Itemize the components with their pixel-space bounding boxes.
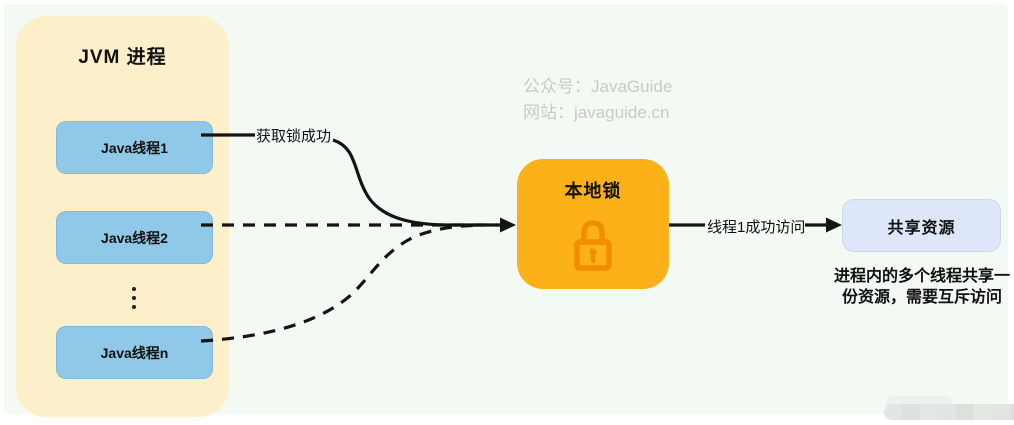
ellipsis-dot xyxy=(132,296,136,300)
java-thread-n-box: Java线程n xyxy=(56,326,213,379)
watermark-line-2: 网站：javaguide.cn xyxy=(523,103,670,122)
java-thread-2-box: Java线程2 xyxy=(56,211,213,264)
ellipsis-dot xyxy=(132,287,136,291)
jvm-process-title: JVM 进程 xyxy=(78,47,167,68)
blurred-watermark-mosaic xyxy=(884,404,1014,420)
local-lock-box: 本地锁 xyxy=(517,159,669,289)
caption-line-2: 份资源，需要互斥访问 xyxy=(841,289,1002,306)
jvm-process-container: JVM 进程 Java线程1 Java线程2 Java线程n xyxy=(16,16,229,417)
java-thread-1-box: Java线程1 xyxy=(56,121,213,174)
edge-threadn-to-lock xyxy=(200,223,475,343)
shared-resource-label: 共享资源 xyxy=(887,219,956,237)
shared-resource-caption: 进程内的多个线程共享一 份资源，需要互斥访问 xyxy=(824,266,1014,308)
blurred-watermark-halo xyxy=(886,396,952,407)
arrowhead-into-shared xyxy=(826,217,842,233)
vertical-ellipsis-icon xyxy=(130,287,138,309)
local-lock-label: 本地锁 xyxy=(564,181,622,201)
java-thread-n-label: Java线程n xyxy=(100,344,169,361)
diagram-background: JVM 进程 Java线程1 Java线程2 Java线程n xyxy=(4,4,1010,417)
arrowhead-into-lock xyxy=(500,217,516,233)
java-thread-2-label: Java线程2 xyxy=(101,229,168,246)
shared-resource-box: 共享资源 xyxy=(842,199,1001,252)
watermark-text: 公众号：JavaGuide 网站：javaguide.cn xyxy=(523,74,672,126)
edge-thread1-to-lock-curve xyxy=(332,138,501,227)
acquire-lock-success-label: 获取锁成功 xyxy=(256,128,332,145)
caption-line-1: 进程内的多个线程共享一 xyxy=(833,268,1010,285)
ellipsis-dot xyxy=(132,305,136,309)
java-thread-1-label: Java线程1 xyxy=(101,139,168,156)
thread1-access-success-label: 线程1成功访问 xyxy=(707,219,806,236)
watermark-line-1: 公众号：JavaGuide xyxy=(523,77,673,96)
lock-icon xyxy=(574,220,612,271)
